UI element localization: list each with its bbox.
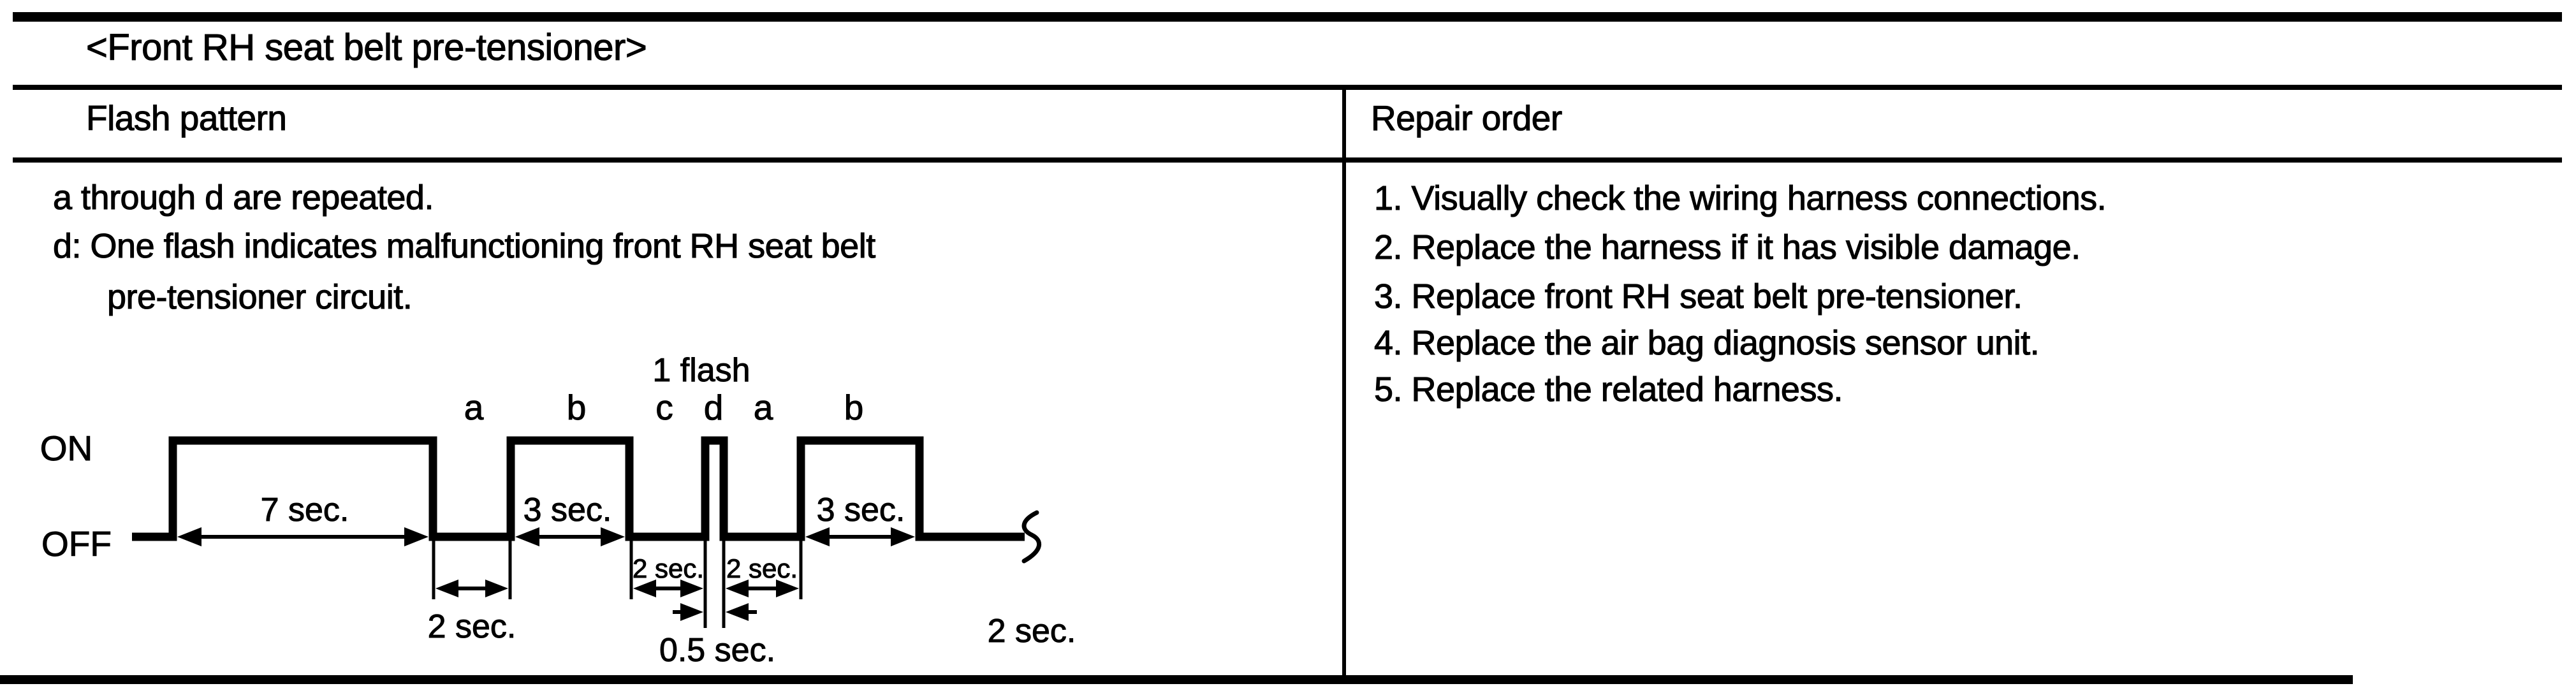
- table-bottom-border: [0, 675, 2353, 684]
- repair-step-5: 5. Replace the related harness.: [1373, 370, 1843, 409]
- off-level-label: OFF: [41, 524, 112, 564]
- dim-3sec-b1-arrowhead-left: [515, 527, 539, 546]
- flash-pattern-waveform-diagram: ON OFF 1 flash a b c d a b 7 sec. 3 sec.: [40, 352, 1076, 669]
- gap-c-arrowhead-right: [680, 580, 703, 597]
- segment-letter-d: d: [704, 388, 724, 427]
- dim-2sec-tail-label: 2 sec.: [988, 613, 1076, 650]
- dim-3sec-b2-label: 3 sec.: [817, 492, 905, 529]
- one-flash-label: 1 flash: [652, 352, 750, 389]
- gap-a1-arrowhead-right: [485, 580, 508, 597]
- waveform-break-squiggle-icon: [1021, 510, 1042, 564]
- segment-letter-a1: a: [464, 388, 484, 427]
- title-row-divider: [13, 85, 2562, 90]
- repair-step-2: 2. Replace the harness if it has visible…: [1373, 228, 2081, 266]
- on-level-label: ON: [40, 428, 93, 468]
- dim-3sec-b1-label: 3 sec.: [523, 492, 612, 529]
- dim-05sec-arrowhead-right: [726, 603, 749, 621]
- column-divider: [1342, 85, 1346, 684]
- gap-a2-arrowhead-right: [776, 580, 799, 597]
- segment-letter-a2: a: [754, 388, 773, 427]
- column-header-flash-pattern: Flash pattern: [85, 98, 287, 138]
- dim-05sec-label: 0.5 sec.: [659, 632, 775, 669]
- dim-05sec-arrowhead-left: [680, 603, 703, 621]
- gap-a2-arrowhead-left: [726, 580, 749, 597]
- dim-3sec-b2-arrowhead-right: [891, 527, 915, 546]
- repair-step-4: 4. Replace the air bag diagnosis sensor …: [1373, 324, 2040, 362]
- dim-3sec-b1-arrowhead-right: [601, 527, 625, 546]
- dim-2sec-a2-label: 2 sec.: [726, 553, 798, 583]
- table-title: <Front RH seat belt pre-tensioner>: [85, 27, 647, 68]
- dim-2sec-c-label: 2 sec.: [633, 553, 704, 583]
- dim-2sec-a1-label: 2 sec.: [428, 608, 516, 645]
- segment-letter-b1: b: [567, 388, 587, 427]
- column-header-repair-order: Repair order: [1370, 98, 1562, 138]
- dim-3sec-b2-arrowhead-left: [805, 527, 830, 546]
- dim-7sec-label: 7 sec.: [261, 492, 349, 529]
- header-row-divider: [13, 157, 2562, 163]
- dim-7sec-arrowhead-right: [404, 527, 428, 546]
- waveform-trace: [132, 436, 1025, 541]
- table-top-border: [13, 12, 2562, 22]
- flash-pattern-note-line-1: a through d are repeated.: [52, 179, 434, 217]
- gap-c-arrowhead-left: [633, 580, 656, 597]
- flash-pattern-note-line-3: pre-tensioner circuit.: [106, 278, 413, 316]
- segment-letter-b2: b: [844, 388, 864, 427]
- repair-step-1: 1. Visually check the wiring harness con…: [1373, 179, 2107, 217]
- repair-step-3: 3. Replace front RH seat belt pre-tensio…: [1373, 277, 2023, 316]
- flash-pattern-note-line-2: d: One flash indicates malfunctioning fr…: [52, 227, 875, 265]
- dim-7sec-arrowhead-left: [177, 527, 201, 546]
- gap-a1-arrowhead-left: [435, 580, 458, 597]
- segment-letter-c: c: [655, 388, 673, 427]
